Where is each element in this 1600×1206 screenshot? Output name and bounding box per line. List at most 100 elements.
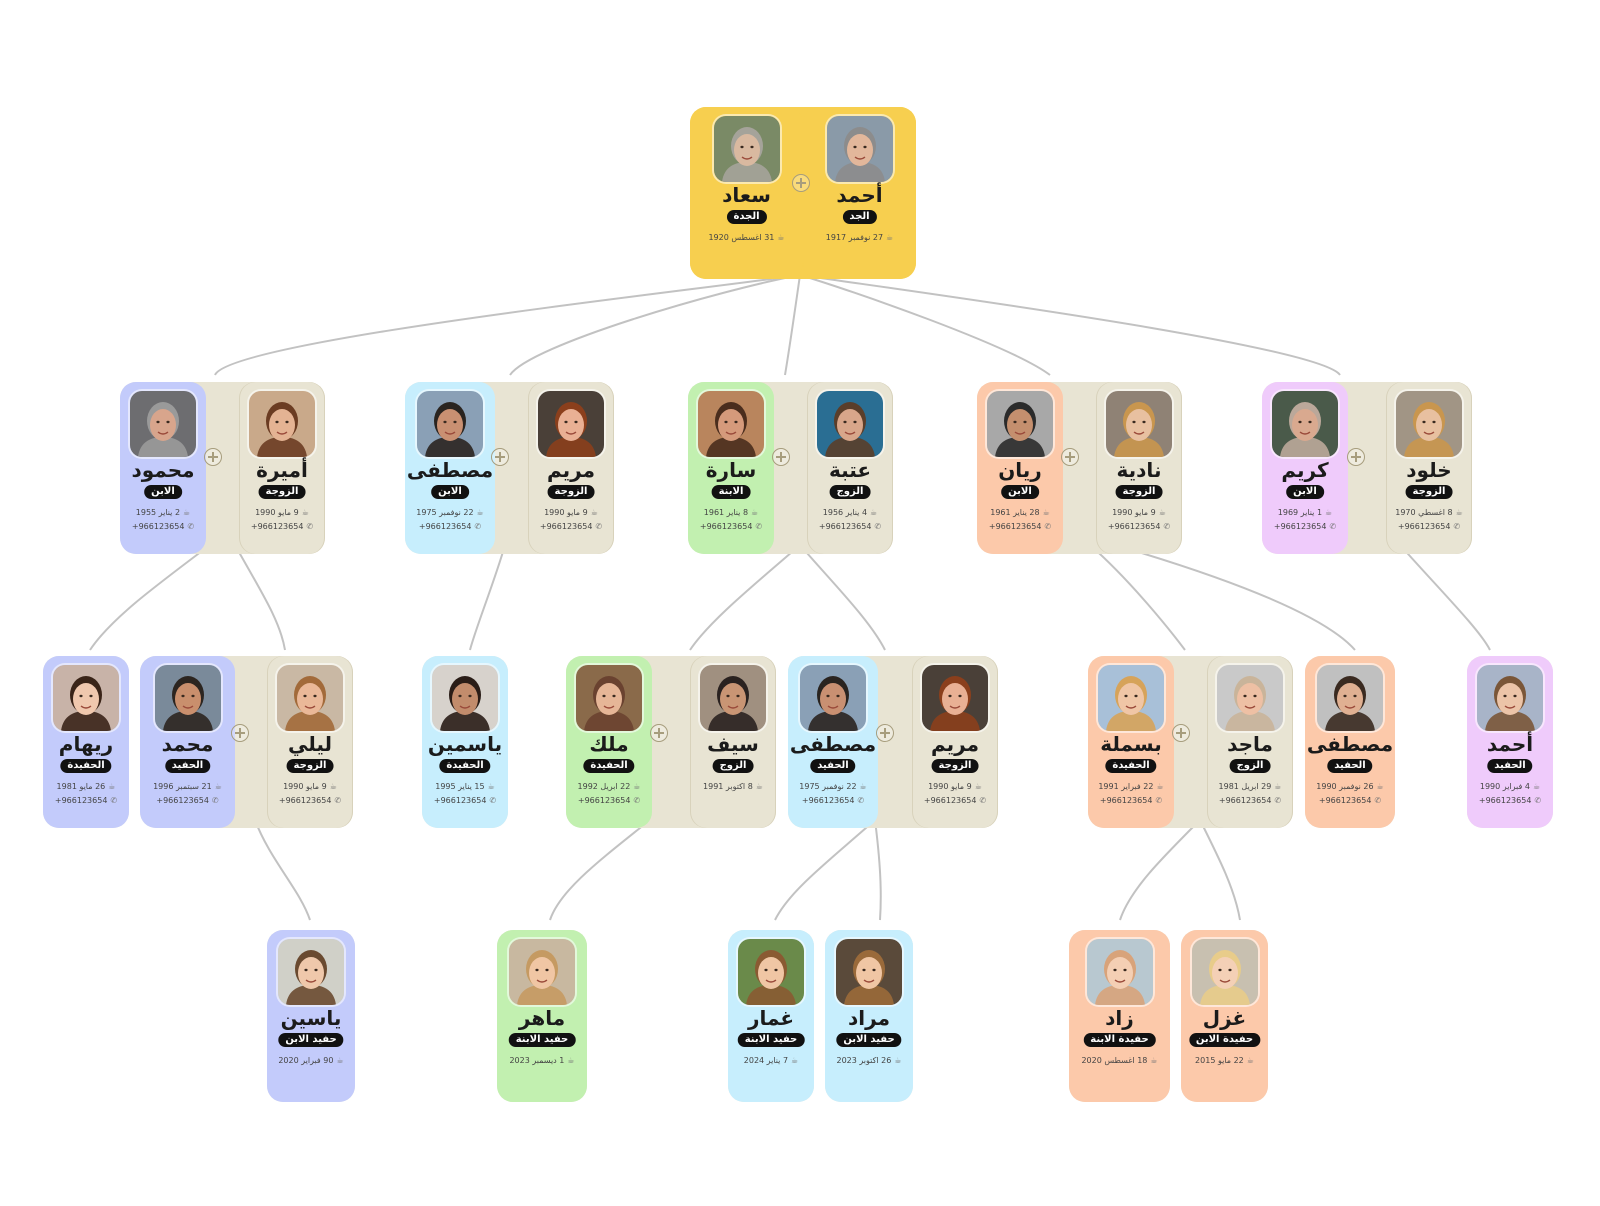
birth-date: 22 مايو 2015: [1195, 1056, 1244, 1065]
phone-icon: ✆: [595, 522, 603, 531]
phone-icon: ✆: [755, 522, 763, 531]
person-name: ملك: [589, 732, 629, 756]
phone-number: +966123654: [418, 522, 472, 531]
avatar: [417, 391, 483, 457]
add-partner-plus-icon[interactable]: [204, 448, 222, 466]
birth-date-row: ☕22 نوفمبر 1975: [405, 508, 495, 517]
add-partner-plus-icon[interactable]: [792, 174, 810, 192]
cake-icon: ☕: [301, 508, 309, 517]
cake-icon: ☕: [1158, 508, 1166, 517]
add-partner-plus-icon[interactable]: [1172, 724, 1190, 742]
phone-row: ✆+966123654: [977, 522, 1063, 531]
add-partner-plus-icon[interactable]: [650, 724, 668, 742]
role-badge: حفيد الابنة: [737, 1033, 805, 1047]
role-badge: حفيدة الابن: [1188, 1033, 1261, 1047]
phone-number: +966123654: [433, 796, 487, 805]
add-partner-plus-icon[interactable]: [876, 724, 894, 742]
phone-number: +966123654: [1273, 522, 1327, 531]
avatar: [1396, 391, 1462, 457]
role-badge: الحفيد: [1327, 759, 1373, 773]
person-name: سعاد: [722, 183, 771, 207]
phone-number: +966123654: [699, 522, 753, 531]
avatar: [432, 665, 498, 731]
person-name: أحمد: [836, 183, 883, 207]
birth-date-row: ☕7 يناير 2024: [728, 1056, 814, 1065]
add-partner-plus-icon[interactable]: [1061, 448, 1079, 466]
add-partner-plus-icon[interactable]: [772, 448, 790, 466]
birth-date-row: ☕22 ابريل 1992: [566, 782, 652, 791]
person-name: سارة: [705, 458, 757, 482]
avatar: [154, 665, 221, 731]
phone-number: +966123654: [801, 796, 855, 805]
avatar: [1106, 391, 1172, 457]
link-rayan-basmala: [1089, 544, 1186, 651]
cake-icon: ☕: [590, 508, 598, 517]
role-badge: الحفيدة: [439, 759, 491, 773]
avatar: [576, 665, 642, 731]
birth-date: 31 اغسطس 1920: [708, 233, 775, 242]
phone-number: +966123654: [988, 522, 1042, 531]
avatar: [1217, 665, 1283, 731]
phone-number: +966123654: [539, 522, 593, 531]
link-rayan-mustafa3: [1114, 544, 1356, 651]
phone-icon: ✆: [474, 522, 482, 531]
birth-date-row: ☕18 اغسطس 2020: [1069, 1056, 1170, 1065]
add-partner-plus-icon[interactable]: [1347, 448, 1365, 466]
avatar: [130, 391, 196, 457]
add-partner-plus-icon[interactable]: [491, 448, 509, 466]
birth-date: 9 مايو 1990: [255, 508, 299, 517]
phone-row: ✆+966123654: [140, 796, 235, 805]
cake-icon: ☕: [1042, 508, 1050, 517]
phone-row: ✆+966123654: [1467, 796, 1553, 805]
cake-icon: ☕: [1274, 782, 1282, 791]
birth-date-row: ☕9 مايو 1990: [1096, 508, 1182, 517]
avatar: [538, 391, 604, 457]
link-root-sara: [784, 274, 801, 376]
role-badge: الابن: [144, 485, 182, 499]
phone-number: +966123654: [54, 796, 108, 805]
add-partner-plus-icon[interactable]: [231, 724, 249, 742]
person-name: مريم: [930, 732, 980, 756]
cake-icon: ☕: [567, 1056, 575, 1065]
birth-date: 21 سبتمبر 1996: [153, 782, 212, 791]
birth-date-row: ☕22 نوفمبر 1975: [788, 782, 878, 791]
phone-icon: ✆: [979, 796, 987, 805]
link-mustafa2-ammar: [774, 819, 876, 921]
link-root-mahmoud: [214, 274, 801, 376]
